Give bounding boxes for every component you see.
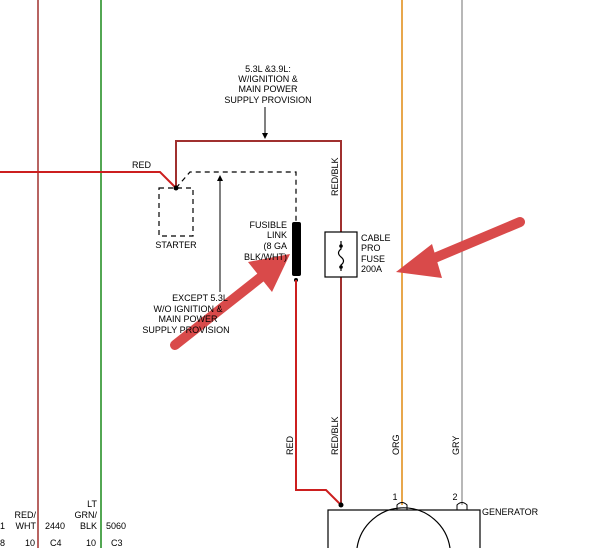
red-top-loop-wire (175, 140, 342, 505)
top-note-line2: W/IGNITION & (238, 74, 298, 84)
except-note-line4: SUPPLY PROVISION (142, 325, 229, 335)
fuse-symbol (337, 241, 345, 271)
starter-terminal (173, 185, 179, 191)
pin-1-label: 1 (392, 492, 397, 502)
cable-fuse-line3: FUSE (361, 254, 385, 264)
except-note-line3: MAIN POWER (158, 314, 218, 324)
red-wire-to-starter (0, 171, 177, 189)
table-lt-grn-blk-line1: LT (87, 499, 97, 509)
except-note-line1: EXCEPT 5.3L (172, 293, 228, 303)
dashed-alt-wire (175, 171, 297, 222)
top-note-line3: MAIN POWER (238, 84, 298, 94)
table-row1-col2: 2440 (45, 521, 65, 531)
table-row1-col1: 1 (0, 521, 5, 531)
table-lt-grn-blk-line3: BLK (80, 521, 97, 531)
org-label: ORG (391, 434, 401, 455)
pin-1-connector (396, 502, 408, 510)
red-arrow-left (170, 254, 290, 350)
fusible-link (292, 222, 301, 276)
table-red-wht-line1: RED/ (14, 510, 36, 520)
fusible-link-line2: LINK (267, 230, 287, 240)
table-row1-col3: 5060 (106, 521, 126, 531)
table-row2-col1: 8 (0, 538, 5, 548)
starter-box (158, 187, 194, 237)
red-wire-label-bottom: RED (285, 435, 295, 455)
pin-2-connector (456, 502, 468, 510)
fusible-link-line3: (8 GA (263, 241, 287, 251)
table-row2-col2: 10 (25, 538, 35, 548)
table-row2-col4: 10 (86, 538, 96, 548)
table-lt-grn-blk-line2: GRN/ (75, 510, 98, 520)
cable-fuse-line2: PRO (361, 243, 381, 253)
red-blk-label-bottom: RED/BLK (330, 416, 340, 455)
red-wire-bottom (295, 280, 342, 506)
top-note-arrowhead (262, 133, 268, 139)
red-wire-label-top: RED (132, 160, 152, 170)
red-arrow-right (396, 217, 525, 278)
generator-box (327, 509, 481, 548)
cable-fuse-line1: CABLE (361, 233, 391, 243)
top-note-line4: SUPPLY PROVISION (224, 95, 311, 105)
gry-label: GRY (451, 436, 461, 455)
starter-label: STARTER (155, 240, 197, 250)
top-note-line1: 5.3L &3.9L: (245, 64, 291, 74)
red-blk-label-top: RED/BLK (330, 157, 340, 196)
generator-arc (356, 507, 451, 548)
except-note-arrowhead (217, 175, 223, 181)
table-row2-col5: C3 (111, 538, 123, 548)
fusible-link-line4: BLK/WHT) (244, 252, 287, 262)
table-red-wht-line2: WHT (16, 521, 37, 531)
fusible-link-line1: FUSIBLE (249, 220, 287, 230)
except-note-line2: W/O IGNITION & (154, 304, 223, 314)
generator-label: GENERATOR (482, 507, 539, 517)
cable-fuse-line4: 200A (361, 264, 382, 274)
generator-terminal-dot (338, 502, 344, 508)
pin-2-label: 2 (452, 492, 457, 502)
cable-pro-fuse (324, 231, 358, 278)
table-row2-col3: C4 (50, 538, 62, 548)
